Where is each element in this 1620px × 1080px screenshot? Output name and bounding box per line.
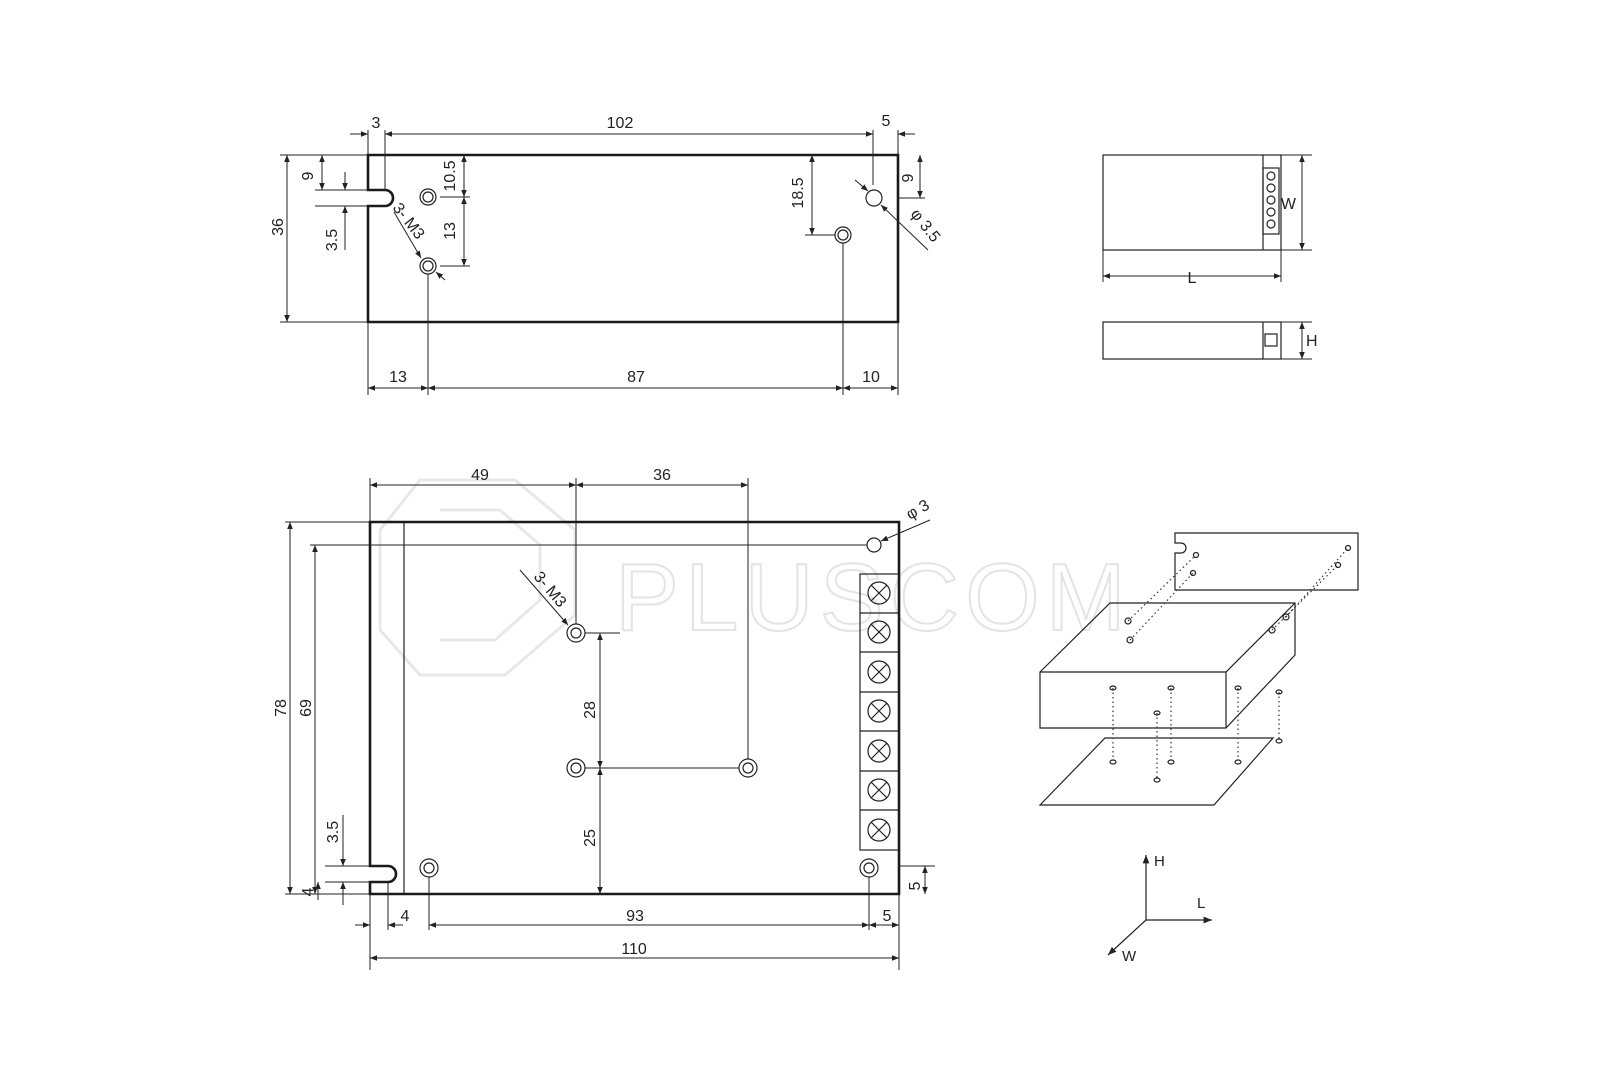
label-phi-3-5: φ 3.5 — [907, 206, 943, 246]
screw-icon — [867, 739, 891, 763]
terminal-screws — [860, 581, 899, 842]
axis-h-label: H — [1154, 853, 1165, 870]
bottom-hole-e — [859, 858, 879, 878]
label-h: H — [1306, 333, 1318, 350]
dim-9-left: 9 — [300, 171, 317, 180]
label-w: W — [1281, 196, 1297, 213]
dim-18-5: 18.5 — [790, 177, 807, 208]
axes-triad: H L W — [1107, 853, 1212, 965]
dim-28: 28 — [582, 701, 599, 719]
bottom-view-outline — [368, 520, 901, 896]
dim-13: 13 — [389, 369, 407, 386]
outline-view-side: H — [1102, 321, 1318, 360]
screw-icon — [867, 778, 891, 802]
top-hole-1 — [419, 188, 437, 206]
screw-icon — [867, 620, 891, 644]
dim-3-5-left: 3.5 — [324, 229, 341, 251]
dim-3-5-bottom: 3.5 — [325, 821, 342, 843]
terminal-block — [859, 573, 900, 851]
exploded-view — [1038, 532, 1359, 806]
dim-49: 49 — [471, 467, 489, 484]
screw-icon — [867, 699, 891, 723]
dim-4: 4 — [401, 908, 410, 925]
mini-terminal-icon — [1266, 171, 1276, 181]
housing-box — [1039, 602, 1296, 729]
watermark-text: PLUSCOM — [615, 544, 1132, 651]
outline-view-top: W L — [1102, 154, 1312, 287]
dim-9-right: 9 — [900, 173, 917, 182]
dim-36-top: 36 — [270, 218, 287, 236]
screw-icon — [867, 581, 891, 605]
dim-102: 102 — [607, 115, 634, 132]
top-view: 3 102 5 36 9 3.5 10.5 13 18.5 9 13 87 10… — [270, 113, 943, 395]
label-l: L — [1188, 270, 1197, 287]
base-plate — [1038, 737, 1275, 806]
top-view-outline — [366, 153, 900, 324]
dim-5-top: 5 — [882, 113, 891, 130]
dim-78: 78 — [273, 699, 290, 717]
label-phi-3: φ 3 — [904, 497, 933, 524]
screw-icon — [867, 660, 891, 684]
cover-panel — [1174, 532, 1359, 591]
dim-36-bottom: 36 — [653, 467, 671, 484]
dim-25: 25 — [582, 829, 599, 847]
dim-110: 110 — [621, 941, 647, 958]
dim-10: 10 — [862, 369, 880, 386]
dim-13-vertical: 13 — [442, 222, 459, 240]
bottom-hole-c — [738, 758, 758, 778]
watermark-logo-icon — [378, 478, 577, 677]
bottom-hole-d — [419, 858, 439, 878]
dim-69: 69 — [298, 699, 315, 717]
bottom-hole-a — [566, 623, 586, 643]
dim-87: 87 — [627, 369, 645, 386]
watermark: PLUSCOM — [378, 478, 1132, 677]
bottom-hole-b — [566, 758, 586, 778]
top-hole-2 — [419, 257, 437, 275]
dim-93: 93 — [626, 908, 644, 925]
top-hole-phi — [865, 189, 883, 207]
dim-4-vertical: 4 — [300, 887, 317, 896]
screw-icon — [867, 818, 891, 842]
dim-10-5: 10.5 — [442, 160, 459, 191]
axis-l-label: L — [1197, 895, 1205, 912]
dim-3: 3 — [372, 115, 381, 132]
bottom-view: 49 36 78 69 3.5 4 28 25 5 4 93 5 110 3- … — [273, 467, 935, 970]
dim-5-bottom: 5 — [883, 908, 892, 925]
axis-w-label: W — [1122, 948, 1137, 965]
dim-5-vertical: 5 — [907, 881, 924, 890]
